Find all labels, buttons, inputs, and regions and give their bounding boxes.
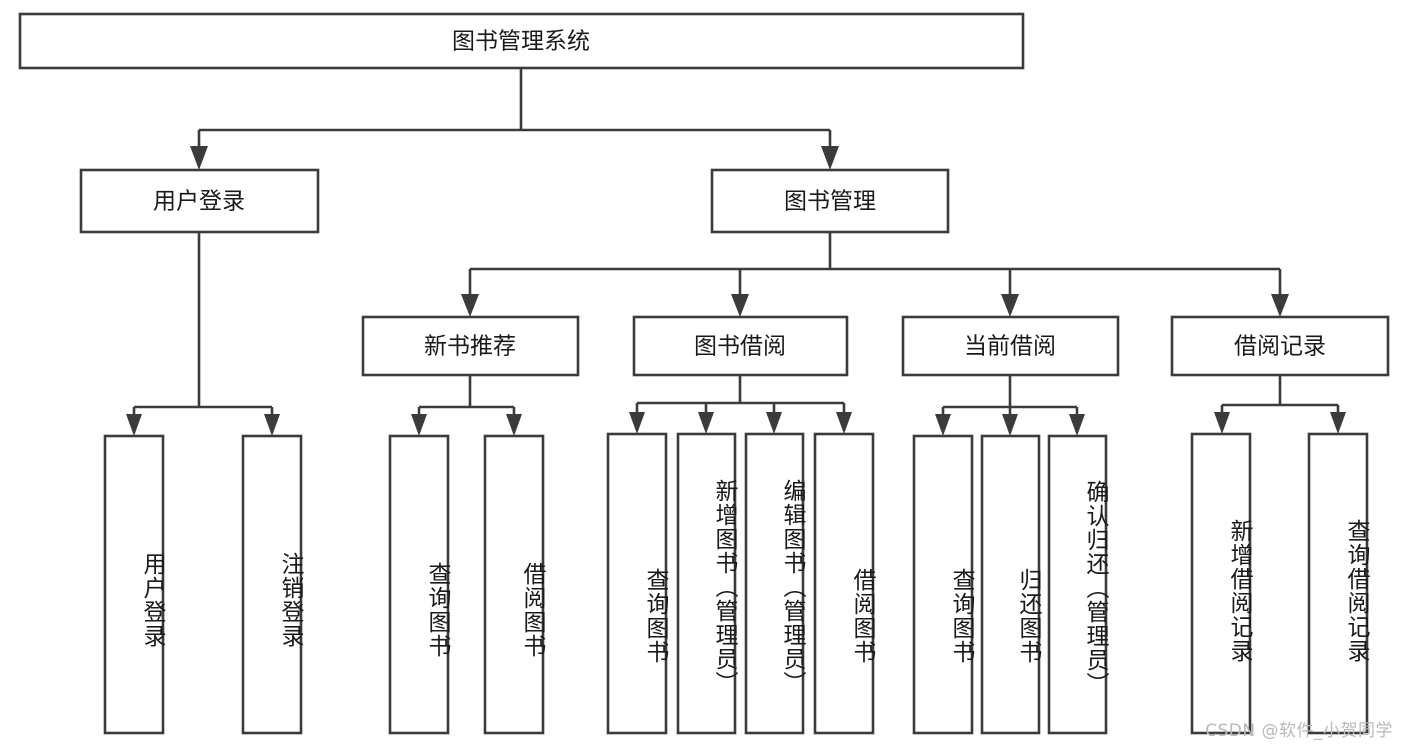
connector-book-manage-to-level3	[461, 232, 1289, 317]
arrow-head-new-book-recommend	[461, 294, 479, 317]
csdn-watermark: CSDN @软件_小贺同学	[1205, 721, 1393, 741]
node-box-leaf-confirm-return[interactable]	[1047, 434, 1108, 735]
arrow-head-leaf-borrow-book-1	[506, 414, 522, 436]
arrow-head-leaf-add-book	[698, 412, 714, 434]
arrow-head-leaf-query-book-3	[935, 414, 951, 436]
node-box-book-manage[interactable]	[710, 168, 950, 234]
connector-borrow-record-to-leaves	[1214, 375, 1346, 434]
arrow-head-leaf-logout	[264, 414, 280, 436]
arrow-head-leaf-borrow-book-2	[836, 412, 852, 434]
node-box-borrow-record[interactable]	[1170, 315, 1390, 377]
node-box-leaf-borrow-book-2[interactable]	[813, 432, 875, 735]
arrow-head-leaf-add-record	[1214, 412, 1230, 434]
arrow-head-leaf-user-login	[126, 414, 142, 436]
arrow-head-leaf-query-record	[1330, 412, 1346, 434]
arrow-head-user-login	[190, 146, 208, 170]
arrow-head-borrow-record	[1271, 294, 1289, 317]
node-label-user-login: 用户登录	[153, 189, 245, 215]
node-label-current-borrow: 当前借阅	[964, 334, 1056, 360]
connector-current-borrow-to-leaves	[935, 375, 1085, 436]
node-box-leaf-query-book-2[interactable]	[606, 432, 668, 735]
node-box-leaf-edit-book[interactable]	[744, 432, 805, 735]
node-box-new-book-recommend[interactable]	[361, 315, 580, 377]
node-label-book-manage: 图书管理	[784, 189, 876, 215]
node-box-leaf-query-book-1[interactable]	[388, 434, 450, 735]
arrow-head-leaf-edit-book	[766, 412, 782, 434]
node-box-leaf-add-record[interactable]	[1190, 432, 1252, 735]
node-box-leaf-add-book[interactable]	[676, 432, 737, 735]
arrow-head-leaf-return-book	[1002, 414, 1018, 436]
node-label-book-borrow: 图书借阅	[694, 334, 786, 360]
node-box-book-borrow[interactable]	[632, 315, 849, 377]
node-label-borrow-record: 借阅记录	[1234, 334, 1326, 360]
arrow-head-book-manage	[821, 146, 839, 170]
node-box-leaf-user-login[interactable]	[103, 434, 165, 735]
node-label-root: 图书管理系统	[452, 29, 590, 55]
arrow-head-leaf-query-book-2	[629, 412, 645, 434]
node-box-leaf-query-book-3[interactable]	[912, 434, 974, 735]
connector-book-borrow-to-leaves	[629, 375, 852, 434]
connector-new-book-recommend-to-leaves	[411, 375, 522, 436]
node-box-leaf-borrow-book-1[interactable]	[483, 434, 545, 735]
arrow-head-leaf-confirm-return	[1069, 414, 1085, 436]
arrow-head-leaf-query-book-1	[411, 414, 427, 436]
arrow-head-current-borrow	[1001, 294, 1019, 317]
node-box-leaf-logout[interactable]	[241, 434, 303, 735]
node-box-root[interactable]	[18, 12, 1025, 70]
node-box-current-borrow[interactable]	[901, 315, 1120, 377]
arrow-head-book-borrow	[731, 294, 749, 317]
connector-root-to-level2	[190, 68, 839, 170]
node-box-user-login[interactable]	[79, 168, 320, 234]
node-box-leaf-return-book[interactable]	[980, 434, 1041, 735]
connector-user-login-to-leaves	[126, 232, 280, 436]
node-label-new-book-recommend: 新书推荐	[424, 334, 516, 360]
node-box-leaf-query-record[interactable]	[1307, 432, 1369, 735]
